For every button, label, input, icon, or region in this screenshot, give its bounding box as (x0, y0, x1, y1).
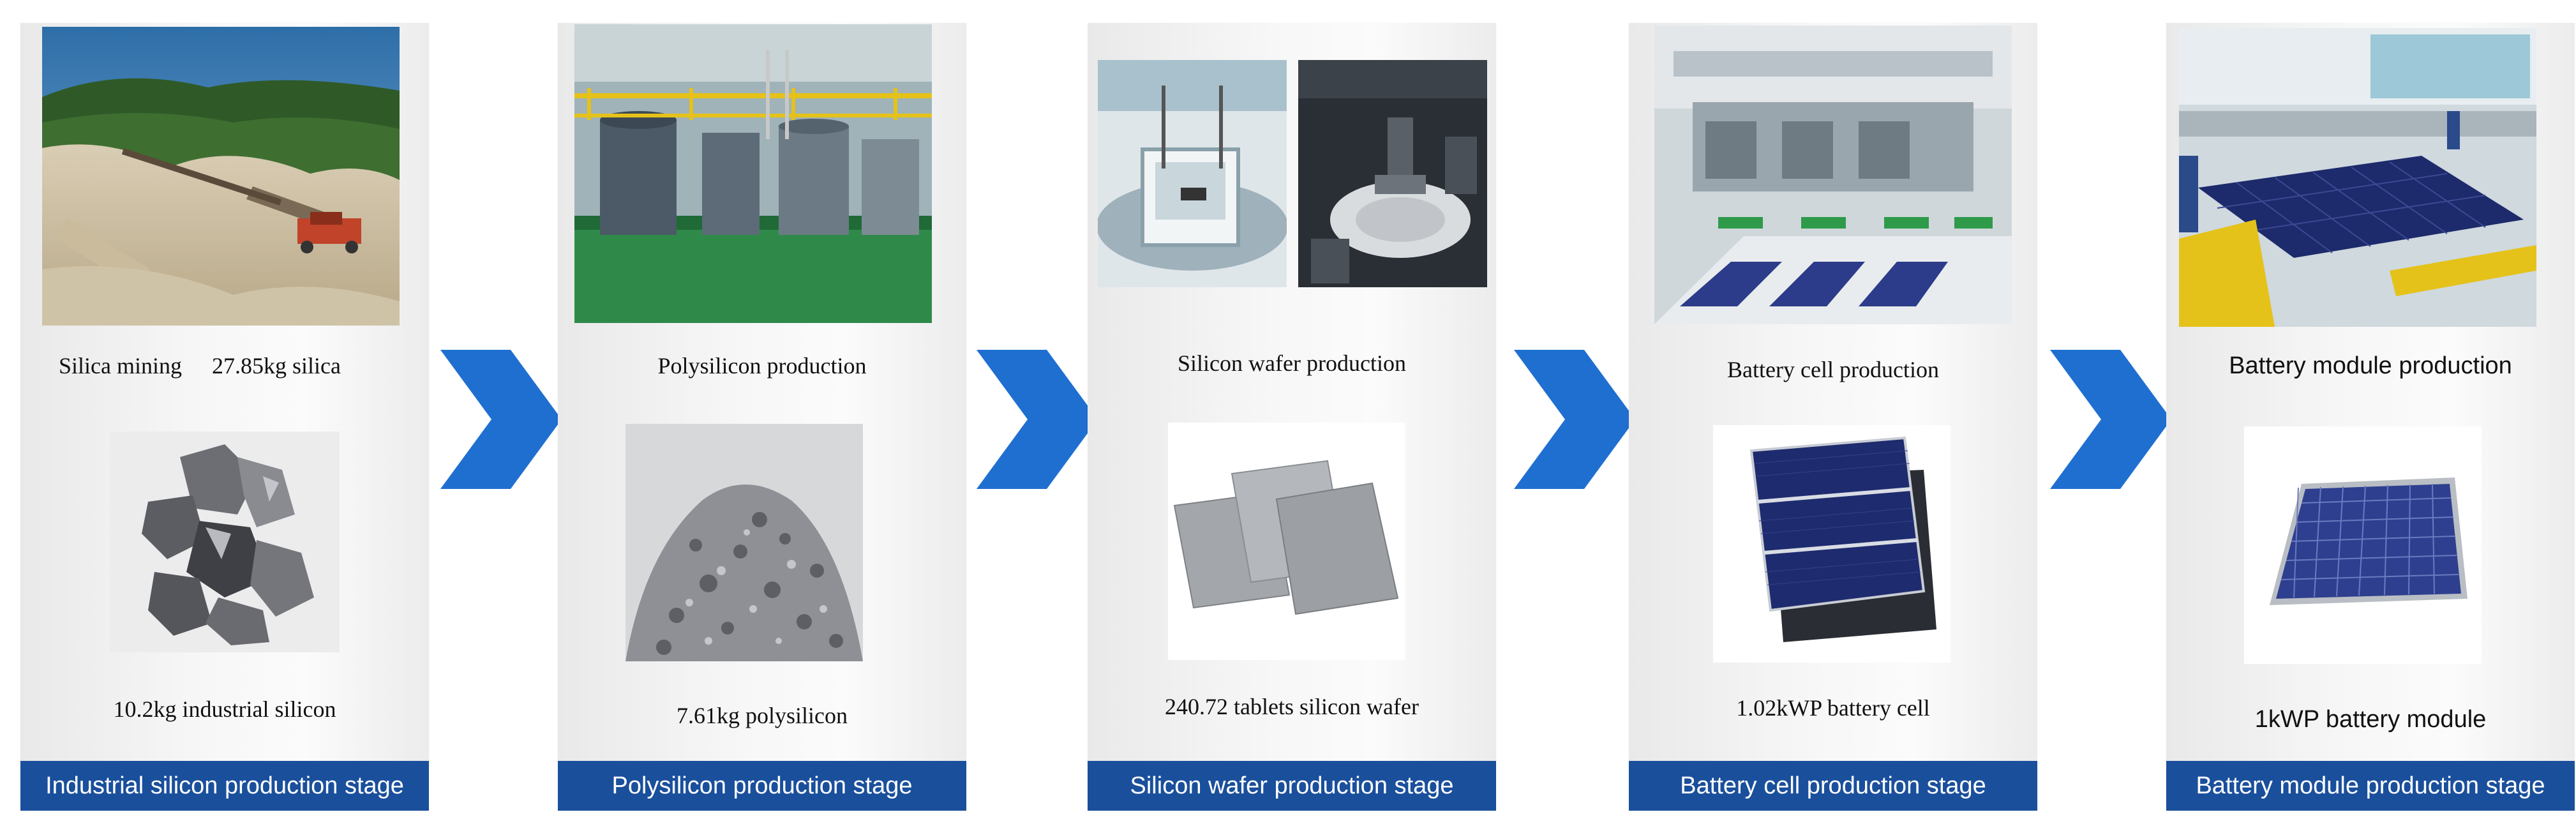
stage-footer: Battery cell production stage (1629, 761, 2037, 811)
battery-module-production-caption: Battery module production (2229, 352, 2512, 379)
silica-mining-photo (42, 27, 400, 326)
battery-cell-production-caption: Battery cell production (1727, 357, 1939, 382)
industrial-silicon-photo (110, 432, 340, 652)
chevron-right-icon (1514, 350, 1635, 489)
battery-module-label: 1kWP battery module (2254, 706, 2487, 733)
chevron-right-icon (440, 350, 562, 489)
polysilicon-plant-photo (574, 24, 932, 323)
industrial-silicon-label: 10.2kg industrial silicon (113, 696, 336, 722)
polysilicon-photo (625, 424, 863, 661)
silicon-wafer-production-caption: Silicon wafer production (1178, 350, 1406, 376)
polysilicon-production-caption: Polysilicon production (657, 353, 867, 379)
silicon-wafer-photo (1168, 423, 1405, 660)
battery-module-photo (2244, 426, 2482, 664)
stage-footer: Industrial silicon production stage (20, 761, 429, 811)
stage-silicon-wafer: Silicon wafer production 240.72 tablets … (1088, 23, 1496, 811)
stage-industrial-silicon: Silica mining 27.85kg silica 10.2kg indu… (20, 23, 429, 811)
stage-footer: Battery module production stage (2166, 761, 2575, 811)
stage-polysilicon: Polysilicon production 7.61kg polysilico… (558, 23, 966, 811)
wafer-machine-photo-1 (1098, 60, 1287, 287)
wafer-machine-photo-2 (1298, 60, 1487, 287)
polysilicon-label: 7.61kg polysilicon (677, 703, 848, 728)
stage-footer: Polysilicon production stage (558, 761, 966, 811)
battery-cell-photo (1713, 425, 1951, 663)
chevron-right-icon (2050, 350, 2171, 489)
stage-footer: Silicon wafer production stage (1088, 761, 1496, 811)
silica-mining-caption: Silica mining (59, 353, 182, 379)
stage-battery-module: Battery module production 1kWP battery m… (2166, 23, 2575, 811)
silica-amount-caption: 27.85kg silica (212, 353, 341, 379)
silicon-wafer-label: 240.72 tablets silicon wafer (1165, 694, 1419, 719)
battery-module-line-photo (2179, 28, 2536, 327)
battery-cell-line-photo (1654, 26, 2012, 324)
stage-battery-cell: Battery cell production 1.02kWP battery … (1629, 23, 2037, 811)
battery-cell-label: 1.02kWP battery cell (1736, 695, 1930, 721)
chevron-right-icon (977, 350, 1098, 489)
